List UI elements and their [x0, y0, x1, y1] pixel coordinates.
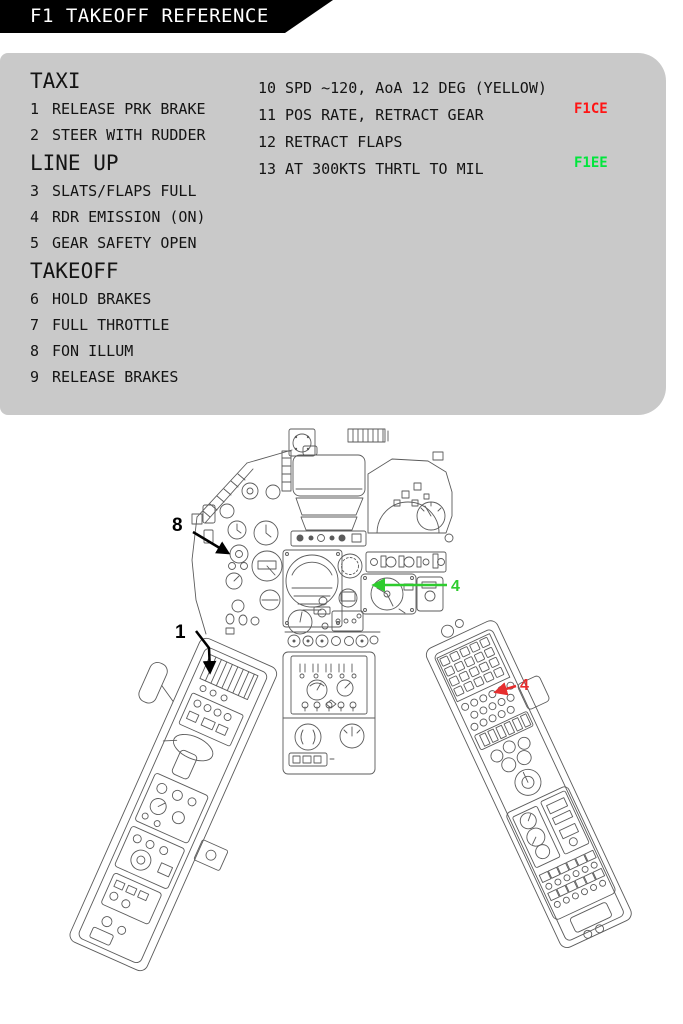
cockpit-diagram: 8 1 4 4	[69, 428, 632, 972]
item-text: FON ILLUM	[52, 342, 134, 360]
page-title: F1 TAKEOFF REFERENCE	[30, 5, 269, 27]
checklist-item: 10 SPD ~120, AoA 12 DEG (YELLOW)	[258, 75, 558, 102]
checklist-item: 3 SLATS/FLAPS FULL	[30, 178, 255, 204]
section-title-taxi: TAXI	[30, 69, 81, 93]
item-text: STEER WITH RUDDER	[52, 126, 206, 144]
right-console	[425, 618, 632, 948]
section-title-takeoff: TAKEOFF	[30, 259, 119, 283]
item-number: 9	[30, 368, 40, 386]
callout-1-arrow	[195, 630, 217, 675]
checklist-left-column: TAXI 1 RELEASE PRK BRAKE 2 STEER WITH RU…	[30, 66, 255, 390]
checklist-item: 11 POS RATE, RETRACT GEAR	[258, 102, 558, 129]
item-text: SLATS/FLAPS FULL	[52, 182, 197, 200]
item-number: 2	[30, 126, 40, 144]
checklist-item: 4 RDR EMISSION (ON)	[30, 204, 255, 230]
item-number: 12	[258, 133, 277, 151]
item-number: 4	[30, 208, 40, 226]
callout-8-arrow	[192, 530, 231, 555]
left-console	[69, 637, 278, 972]
variant-tags: F1CE F1EE	[574, 64, 608, 208]
checklist-item: 13 AT 300KTS THRTL TO MIL	[258, 156, 558, 183]
checklist-item: 2 STEER WITH RUDDER	[30, 122, 255, 148]
item-text: AT 300KTS THRTL TO MIL	[285, 160, 484, 178]
item-text: RELEASE PRK BRAKE	[52, 100, 206, 118]
item-number: 11	[258, 106, 277, 124]
callout-4-red-arrow	[493, 682, 517, 696]
checklist-item: 8 FON ILLUM	[30, 338, 255, 364]
item-number: 3	[30, 182, 40, 200]
callout-4-red-label: 4	[520, 677, 529, 694]
item-text: POS RATE, RETRACT GEAR	[285, 106, 484, 124]
callout-1-label: 1	[175, 622, 186, 643]
callout-4-green-label: 4	[451, 578, 460, 595]
checklist-panel: TAXI 1 RELEASE PRK BRAKE 2 STEER WITH RU…	[0, 53, 666, 415]
callouts: 8 1 4 4	[172, 515, 529, 696]
section-title-line-up: LINE UP	[30, 151, 119, 175]
callout-8-label: 8	[172, 515, 183, 536]
item-number: 5	[30, 234, 40, 252]
checklist-item: 1 RELEASE PRK BRAKE	[30, 96, 255, 122]
variant-tag-f1ee: F1EE	[574, 155, 608, 171]
item-text: RELEASE BRAKES	[52, 368, 179, 386]
item-text: GEAR SAFETY OPEN	[52, 234, 197, 252]
item-text: SPD ~120, AoA 12 DEG (YELLOW)	[285, 79, 547, 97]
main-instrument-panel	[191, 428, 454, 775]
item-number: 13	[258, 160, 277, 178]
header-bar	[0, 0, 333, 33]
item-text: RDR EMISSION (ON)	[52, 208, 206, 226]
item-number: 6	[30, 290, 40, 308]
item-text: FULL THROTTLE	[52, 316, 170, 334]
checklist-item: 6 HOLD BRAKES	[30, 286, 255, 312]
item-text: RETRACT FLAPS	[285, 133, 403, 151]
checklist-item: 5 GEAR SAFETY OPEN	[30, 230, 255, 256]
checklist-item: 12 RETRACT FLAPS	[258, 129, 558, 156]
item-number: 8	[30, 342, 40, 360]
checklist-right-column: 10 SPD ~120, AoA 12 DEG (YELLOW) 11 POS …	[258, 75, 558, 183]
checklist-item: 7 FULL THROTTLE	[30, 312, 255, 338]
item-number: 7	[30, 316, 40, 334]
checklist-item: 9 RELEASE BRAKES	[30, 364, 255, 390]
item-number: 10	[258, 79, 277, 97]
variant-tag-f1ce: F1CE	[574, 101, 608, 117]
item-text: HOLD BRAKES	[52, 290, 152, 308]
item-number: 1	[30, 100, 40, 118]
